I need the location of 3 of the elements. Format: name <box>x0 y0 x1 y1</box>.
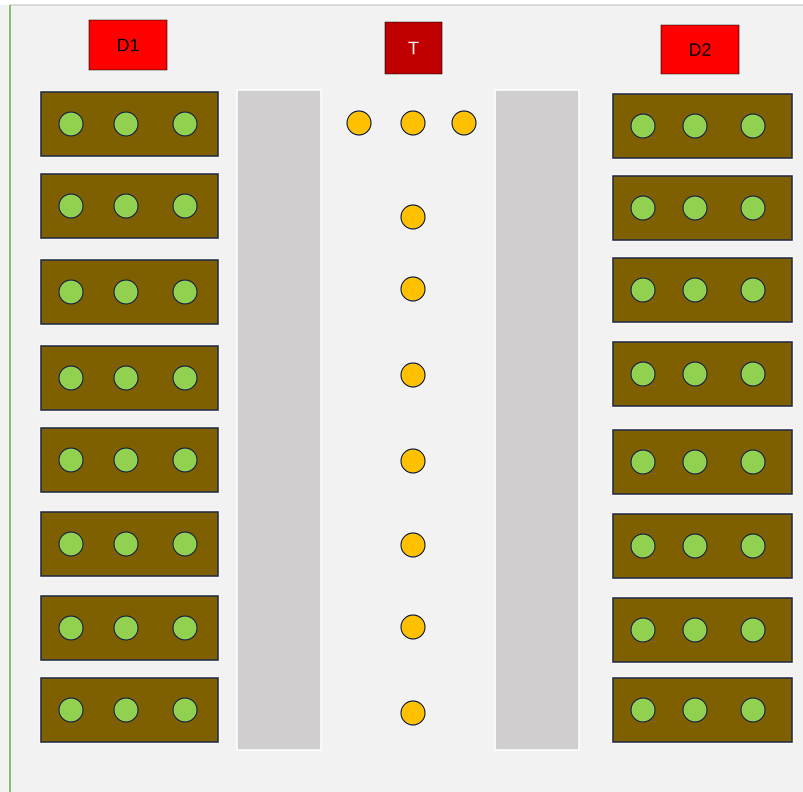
label-box: D2 <box>660 24 740 74</box>
label-box: T <box>384 22 442 74</box>
label-box: D1 <box>88 20 168 70</box>
